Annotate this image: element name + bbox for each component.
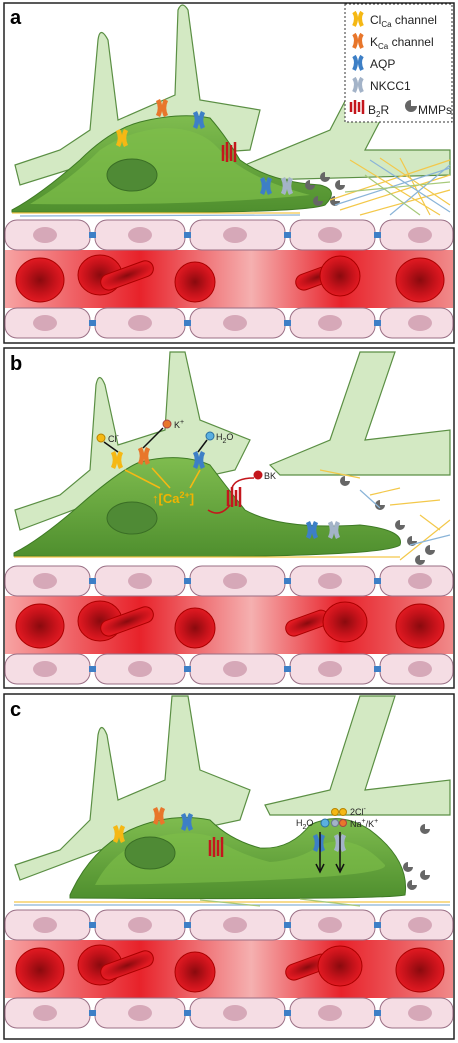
blood-vessel [5, 596, 453, 654]
tight-junctions [89, 922, 381, 1016]
influx-arrows [319, 832, 341, 870]
bk-arrow [231, 477, 255, 489]
clca-channel [115, 128, 129, 148]
panel-label-b: b [10, 353, 22, 375]
clca-channel [110, 450, 124, 470]
mmp-cluster [305, 172, 345, 206]
aqp-channel-endfoot [305, 520, 319, 540]
extracellular-matrix [14, 469, 451, 561]
endothelial-nuclei [33, 573, 432, 677]
b2r-receptor [226, 487, 242, 507]
aqp-channel-endfoot [312, 833, 326, 853]
panel-label-c: c [10, 699, 21, 721]
astrocyte-process-right [268, 351, 451, 476]
k-ion [162, 419, 172, 429]
h2o-label: H2O [216, 432, 233, 445]
legend: ClCa channel KCa channel AQP NKCC1 B2R M… [344, 3, 453, 123]
nak-label: Na+/K+ [350, 818, 378, 829]
kca-channel [155, 98, 169, 118]
astrocyte-process [14, 351, 251, 531]
tight-junctions [89, 232, 381, 326]
bk-label: BK [264, 471, 276, 481]
aqp-icon [352, 54, 364, 71]
b2r-signal-arrow [207, 504, 231, 514]
cl-label: 2Cl- [350, 806, 367, 817]
nucleus [124, 836, 176, 870]
na-ion [331, 819, 339, 827]
panel-a: a ClCa channel KCa channel AQP [3, 2, 455, 344]
legend-kca: KCa channel [370, 35, 434, 51]
legend-aqp: AQP [370, 57, 395, 71]
clca-channel [112, 824, 126, 844]
h2o-label: H2O [296, 818, 313, 831]
cl-label: Cl- [108, 433, 120, 444]
endothelium-bottom [4, 997, 454, 1029]
panel-c: c H2O 2Cl- Na+/K+ [3, 693, 455, 1040]
h2o-ion [205, 431, 215, 441]
calcium-arrows [124, 467, 201, 489]
red-blood-cells [15, 600, 445, 649]
mmp-icon [405, 100, 417, 112]
astrocyte-process [14, 695, 251, 881]
cl-ion [339, 808, 347, 816]
legend-clca: ClCa channel [370, 13, 437, 29]
blood-vessel [5, 250, 453, 308]
extracellular-matrix [12, 157, 451, 217]
b2r-receptor [208, 837, 224, 857]
red-blood-cells [15, 254, 445, 303]
astrocyte-process-right [264, 695, 451, 816]
aqp-channel [180, 812, 194, 832]
extracellular-matrix [14, 898, 450, 907]
panel-label-a: a [10, 7, 22, 29]
calcium-label: ↑[Ca2+] [152, 490, 194, 506]
clca-channel-icon [352, 10, 364, 27]
aqp-channel-endfoot [259, 176, 273, 196]
blood-vessel [5, 940, 453, 998]
cl-ion [331, 808, 339, 816]
astrocyte-endfoot [13, 457, 401, 558]
nucleus [106, 158, 158, 192]
nkcc1-channel-endfoot [280, 176, 294, 196]
endfoot-inner [30, 128, 310, 205]
endothelial-nuclei [33, 227, 432, 331]
bk-ligand [253, 470, 263, 480]
kca-channel [137, 446, 151, 466]
legend-b2r: B2R [368, 103, 389, 119]
nkcc1-channel-endfoot [327, 520, 341, 540]
red-blood-cells [15, 944, 445, 993]
nucleus [106, 501, 158, 535]
endothelial-nuclei [33, 917, 432, 1021]
k-label: K+ [174, 419, 184, 430]
kca-channel-icon [352, 32, 364, 49]
nkcc1-channel-endfoot [333, 833, 347, 853]
aqp-channel [192, 450, 206, 470]
aqp-channel [192, 110, 206, 130]
k-ion [339, 819, 347, 827]
kca-channel [152, 806, 166, 826]
legend-mmps: MMPs [418, 103, 452, 117]
nkcc1-icon [352, 76, 364, 93]
legend-nkcc1: NKCC1 [370, 79, 411, 93]
h2o-ion [320, 818, 330, 828]
b2r-icon [349, 100, 365, 114]
cl-ion [96, 433, 106, 443]
mmp-cluster [403, 824, 430, 890]
b2r-receptor [221, 142, 237, 162]
arrowheads [315, 863, 345, 874]
tight-junctions [89, 578, 381, 672]
efflux-arrows [103, 427, 208, 453]
panel-b: b Cl- K+ H2O BK ↑[Ca2+] [3, 347, 455, 689]
